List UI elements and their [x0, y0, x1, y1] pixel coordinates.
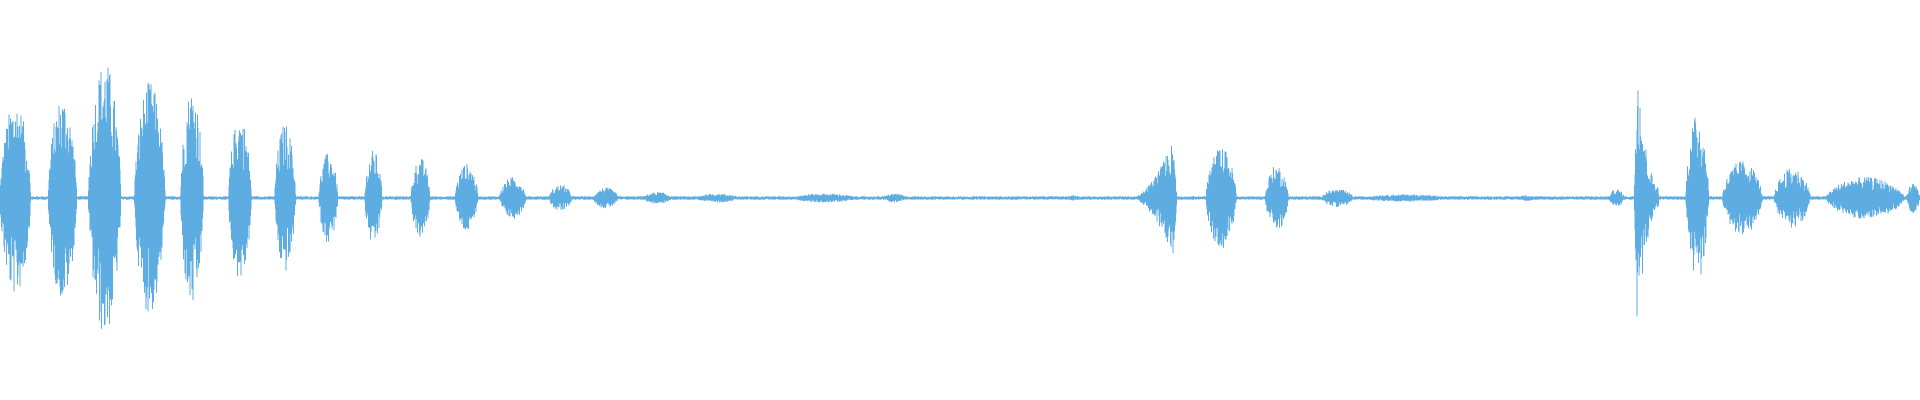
waveform-trace — [0, 67, 1920, 329]
